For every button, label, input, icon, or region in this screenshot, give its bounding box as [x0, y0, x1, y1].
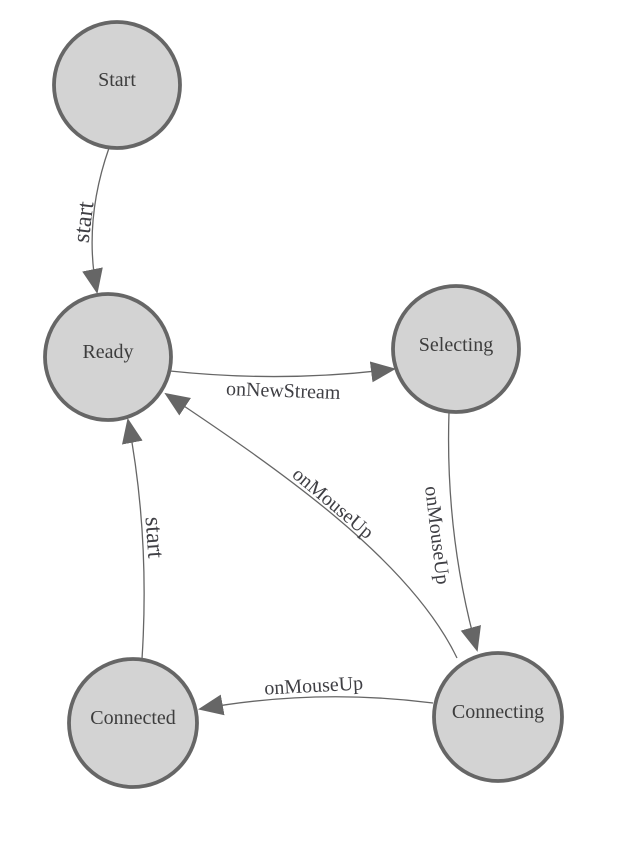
edge-label-ready-to-selecting: onNewStream — [226, 378, 342, 404]
state-node-connected[interactable]: Connected — [67, 657, 199, 789]
state-label-connecting: Connecting — [452, 701, 544, 723]
edges — [82, 147, 481, 716]
state-label-selecting: Selecting — [419, 334, 493, 356]
edge-ready-to-selecting — [169, 361, 396, 383]
state-node-connecting[interactable]: Connecting — [432, 651, 564, 783]
state-label-start: Start — [98, 69, 136, 91]
state-label-connected: Connected — [90, 707, 176, 729]
edge-connecting-to-connected — [198, 694, 434, 716]
edge-label-selecting-to-connecting: onMouseUp — [420, 485, 454, 586]
edge-label-connecting-to-ready: onMouseUp — [288, 463, 378, 543]
edge-selecting-to-connecting — [447, 411, 481, 652]
edge-connecting-to-ready — [164, 392, 458, 659]
edge-labels: start onNewStream onMouseUp onMouseUp on… — [69, 200, 454, 700]
state-circle-ready[interactable] — [43, 292, 173, 422]
state-node-start[interactable]: Start — [52, 20, 182, 150]
state-circle-connecting[interactable] — [432, 651, 564, 783]
edge-start-to-ready — [82, 147, 110, 294]
state-circle-selecting[interactable] — [391, 284, 521, 414]
state-label-ready: Ready — [82, 341, 133, 363]
state-node-selecting[interactable]: Selecting — [391, 284, 521, 414]
state-circle-connected[interactable] — [67, 657, 199, 789]
edge-label-start-to-ready: start — [69, 200, 100, 245]
state-node-ready[interactable]: Ready — [43, 292, 173, 422]
nodes: Start Ready Selecting Connecting Connect… — [43, 20, 564, 789]
edge-label-connected-to-ready: start — [140, 516, 169, 559]
edge-connected-to-ready — [122, 418, 145, 660]
state-circle-start[interactable] — [52, 20, 182, 150]
edge-label-connecting-to-connected: onMouseUp — [264, 672, 364, 699]
